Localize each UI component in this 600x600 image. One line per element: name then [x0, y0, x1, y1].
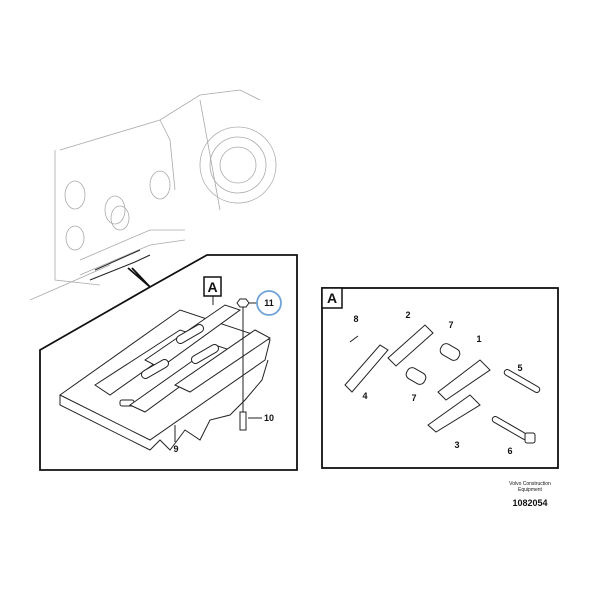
callout-4[interactable]: 4 — [362, 391, 367, 401]
detail-marker-label: A — [207, 279, 217, 295]
company-name: Volvo Construction Equipment — [500, 481, 560, 493]
detail-panel-marker-label: A — [327, 290, 337, 306]
callout-7a[interactable]: 7 — [448, 320, 453, 330]
callout-3[interactable]: 3 — [454, 440, 459, 450]
callout-10[interactable]: 10 — [264, 413, 274, 423]
callout-6[interactable]: 6 — [507, 446, 512, 456]
machine-overview-sketch — [29, 89, 277, 301]
detail-panel-a — [321, 287, 559, 469]
detail-marker-box — [203, 276, 222, 297]
highlight-circle — [256, 290, 282, 316]
callout-8[interactable]: 8 — [353, 314, 358, 324]
callout-7b[interactable]: 7 — [411, 393, 416, 403]
callout-9[interactable]: 9 — [173, 444, 178, 454]
callout-1[interactable]: 1 — [476, 334, 481, 344]
track-assembly-drawing — [59, 296, 271, 451]
company-line-2: Equipment — [518, 487, 542, 493]
detail-panel-marker-box — [321, 287, 343, 309]
exploded-parts-drawing — [344, 324, 541, 444]
callout-5[interactable]: 5 — [517, 363, 522, 373]
company-line-1: Volvo Construction — [509, 481, 551, 487]
figure-number: 1082054 — [512, 498, 548, 508]
leader-lines — [127, 267, 151, 288]
callout-11[interactable]: 11 — [264, 298, 274, 308]
callout-2[interactable]: 2 — [405, 310, 410, 320]
